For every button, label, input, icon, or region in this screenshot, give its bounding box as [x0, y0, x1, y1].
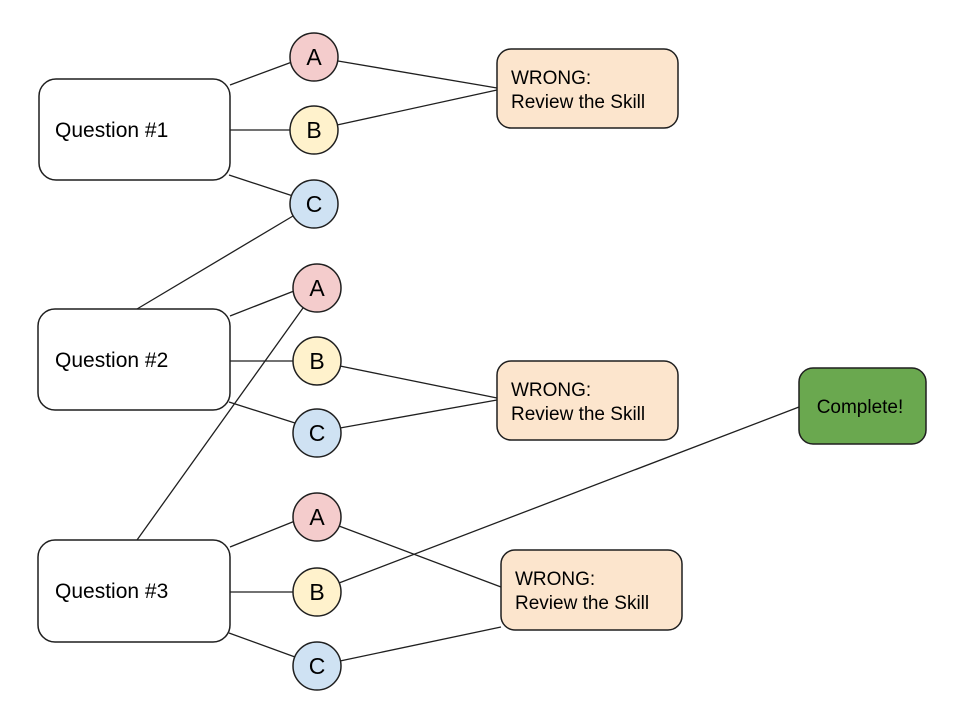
option-circle-b [292, 567, 342, 617]
question-3-option-a: A [292, 492, 342, 542]
wrong-box-2-line1: WRONG: [511, 380, 591, 401]
connector-q3a-to-wrong3 [338, 525, 502, 588]
connectors [136, 60, 800, 662]
question-3-node: Question #3 [37, 539, 231, 643]
question-2-box [37, 308, 231, 411]
complete-label: Complete! [817, 397, 904, 418]
option-circle-c [292, 641, 342, 691]
question-2-option-b: B [292, 336, 342, 386]
option-label-c: C [309, 653, 326, 679]
connector-q3-to-c [228, 632, 296, 658]
option-label-b: B [309, 348, 324, 374]
complete-box [798, 367, 927, 445]
option-label-a: A [306, 44, 322, 70]
connector-q1c-to-q2 [136, 215, 294, 310]
option-circle-a [292, 263, 342, 313]
wrong-box-2-rect [496, 360, 679, 441]
option-label-a: A [309, 275, 325, 301]
connector-q2-to-a [229, 290, 295, 317]
question-1-box [38, 78, 231, 181]
connector-q3c-to-wrong3 [339, 626, 502, 662]
connector-q3b-to-complete [338, 406, 800, 584]
connector-q2a-to-q3 [136, 307, 304, 541]
option-label-b: B [306, 117, 321, 143]
question-3-box [37, 539, 231, 643]
wrong-box-1-line1: WRONG: [511, 68, 591, 89]
question-1-option-c: C [289, 179, 339, 229]
question-1-node: Question #1 [38, 78, 231, 181]
connector-q2b-to-wrong2 [339, 365, 498, 399]
option-label-c: C [306, 191, 323, 217]
wrong-box-3: WRONG: Review the Skill [500, 549, 683, 631]
option-label-c: C [309, 420, 326, 446]
question-1-label: Question #1 [55, 119, 168, 142]
question-3-option-b: B [292, 567, 342, 617]
connector-q2c-to-wrong2 [339, 399, 498, 429]
complete-node: Complete! [798, 367, 927, 445]
option-circle-c [292, 408, 342, 458]
connector-q1b-to-wrong1 [336, 89, 498, 126]
option-circle-b [292, 336, 342, 386]
question-3-option-c: C [292, 641, 342, 691]
question-1-option-b: B [289, 105, 339, 155]
wrong-box-1-line2: Review the Skill [511, 92, 645, 113]
wrong-box-1-rect [496, 48, 679, 129]
question-3-label: Question #3 [55, 580, 168, 603]
option-label-b: B [309, 579, 324, 605]
wrong-box-3-rect [500, 549, 683, 631]
connector-q1a-to-wrong1 [337, 60, 498, 89]
question-1-option-a: A [289, 32, 339, 82]
connector-q3-to-a [229, 520, 296, 548]
question-2-node: Question #2 [37, 308, 231, 411]
connector-q1-to-c [228, 174, 294, 197]
option-label-a: A [309, 504, 325, 530]
wrong-box-3-line2: Review the Skill [515, 593, 649, 614]
option-circle-c [289, 179, 339, 229]
wrong-box-2-line2: Review the Skill [511, 404, 645, 425]
wrong-box-1: WRONG: Review the Skill [496, 48, 679, 129]
question-2-option-c: C [292, 408, 342, 458]
wrong-box-2: WRONG: Review the Skill [496, 360, 679, 441]
option-circle-a [292, 492, 342, 542]
option-circle-b [289, 105, 339, 155]
question-2-option-a: A [292, 263, 342, 313]
connector-q2-to-c [228, 401, 296, 424]
question-2-label: Question #2 [55, 349, 168, 372]
wrong-box-3-line1: WRONG: [515, 569, 595, 590]
connector-q1-to-a [229, 61, 293, 86]
option-circle-a [289, 32, 339, 82]
